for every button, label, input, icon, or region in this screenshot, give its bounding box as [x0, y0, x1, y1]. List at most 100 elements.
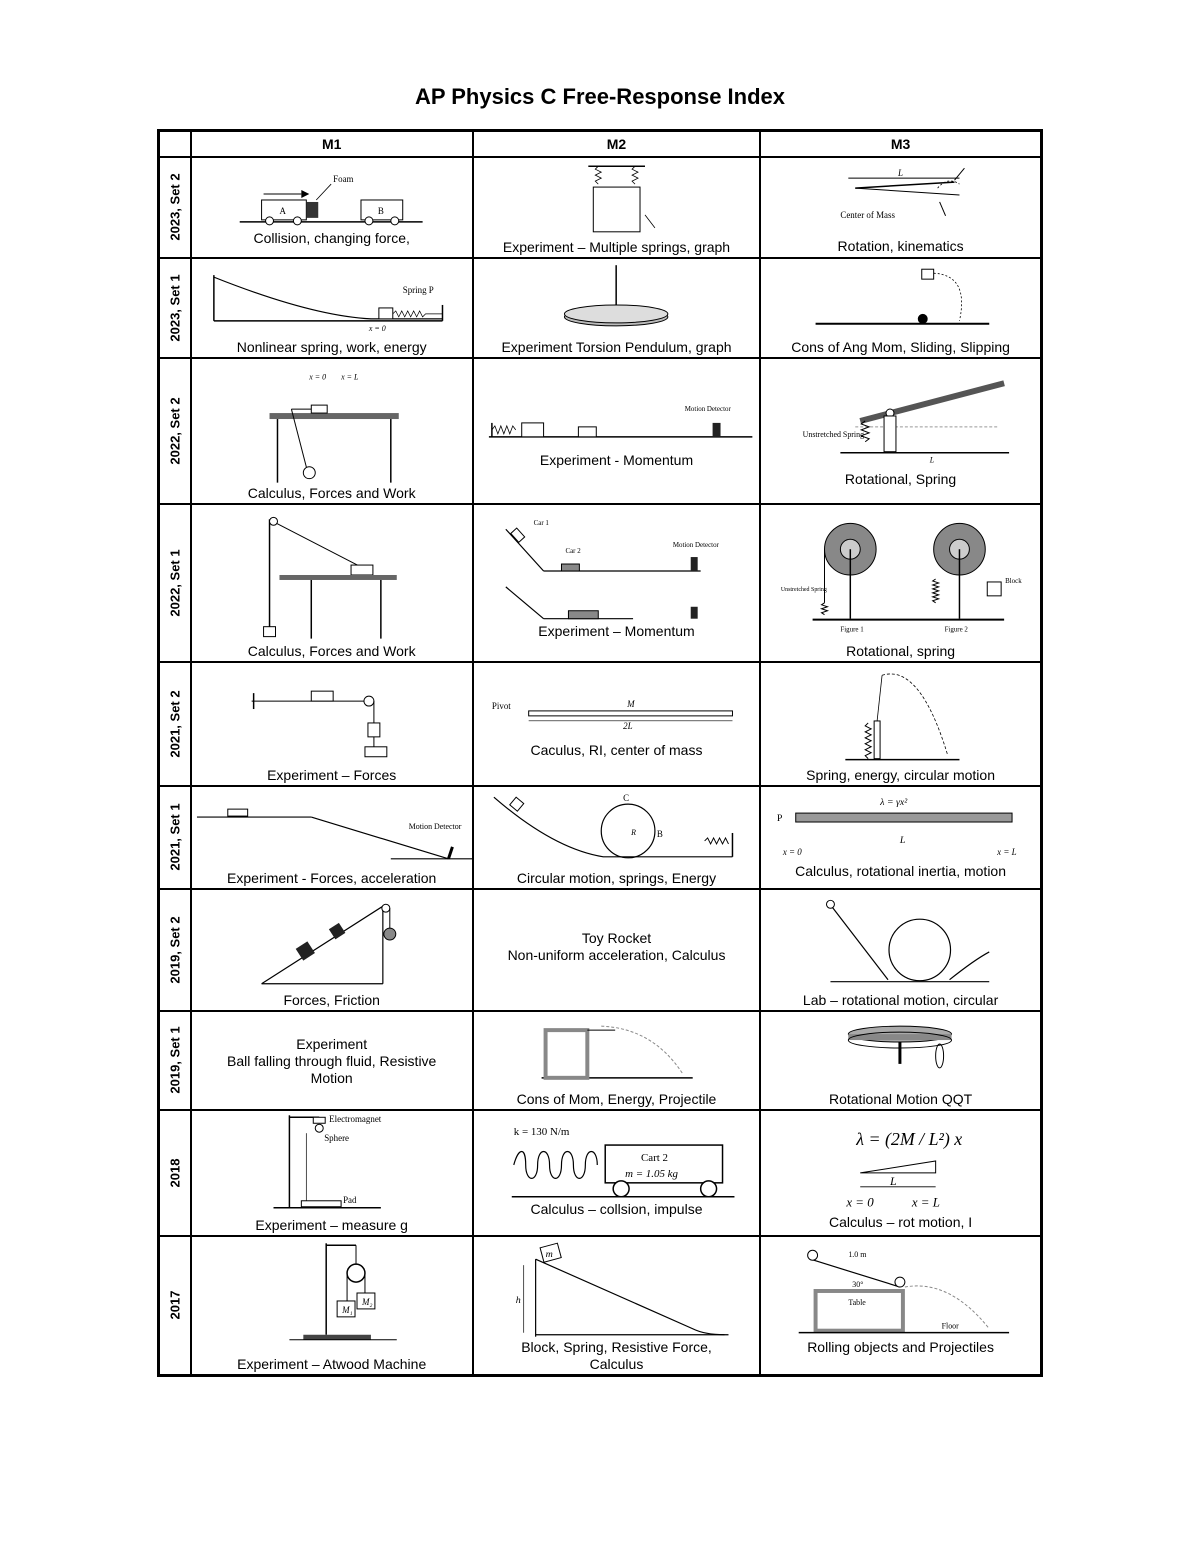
cell-m1: Foam A B Collision, changing force,: [189, 155, 474, 259]
cell-m3: λ = (2M / L²) x L x = 0 x = L Calculus –…: [759, 1108, 1043, 1237]
table-row: 2019, Set 2 Forces, Friction Toy Rocket: [157, 887, 1043, 1012]
cell-m3: λ = γx² P L x = 0 x = L Calculus, rotati…: [759, 784, 1043, 890]
cell-m2: Experiment Torsion Pendulum, graph: [471, 256, 762, 359]
cell-caption: Cons of Mom, Energy, Projectile: [516, 1090, 717, 1107]
mass-m-label: m: [545, 1249, 552, 1260]
car1-label: Car 1: [533, 519, 549, 527]
x-l-label: x = L: [911, 1195, 940, 1209]
x-zero-label: x = 0: [308, 372, 326, 381]
point-b-label: B: [657, 828, 663, 838]
spring-launch-figure: [761, 665, 1040, 765]
cell-m3: L Center of Mass Rotation, kinematics: [759, 155, 1043, 259]
column-header-m2: M2: [471, 129, 762, 158]
cell-caption: Spring, energy, circular motion: [806, 766, 995, 783]
year-cell: 2021, Set 2: [157, 660, 192, 787]
cell-caption: Experiment - Momentum: [539, 451, 694, 468]
cell-m2: Pivot M 2L Caculus, RI, center of mass: [471, 660, 762, 787]
cell-m2: k = 130 N/m Cart 2 m = 1.05 kg Calculus …: [471, 1108, 762, 1237]
ramp-carts-figure: Car 1 Car 2 Motion Detector: [474, 507, 759, 627]
track-loop-figure: [761, 892, 1040, 990]
rotating-rod-spring-figure: Unstretched Spring L: [761, 361, 1040, 466]
header-row: M1 M2 M3: [157, 129, 1043, 158]
point-p-label: P: [777, 813, 783, 824]
length-label: L: [897, 168, 903, 178]
sphere-label: Sphere: [324, 1133, 349, 1143]
momentum-carts-figure: Motion Detector: [474, 361, 759, 451]
projectile-table-figure: [474, 1014, 759, 1086]
electromagnet-label: Electromagnet: [329, 1114, 382, 1124]
free-response-index-table: M1 M2 M3 2023, Set 2 Foam A B: [157, 129, 1043, 1377]
car2-label: Car 2: [565, 547, 581, 555]
cell-m1: Experiment – Forces: [189, 660, 474, 787]
motion-detector-label: Motion Detector: [685, 404, 732, 412]
cell-m1: Motion Detector Experiment - Forces, acc…: [189, 784, 474, 890]
pivot-label: Pivot: [492, 700, 511, 710]
corner-cell: [157, 129, 192, 158]
cart-mass-label: m = 1.05 kg: [625, 1167, 678, 1179]
cell-caption: Lab – rotational motion, circular: [802, 991, 999, 1008]
hanging-blocks-figure: [192, 665, 472, 765]
table-row: 2021, Set 1 Motion Detector Experiment -…: [157, 784, 1043, 890]
cell-m3: Lab – rotational motion, circular: [759, 887, 1043, 1012]
cell-m3: Spring, energy, circular motion: [759, 660, 1043, 787]
pulley-disk-spring-figure: Block Unstretched Spring Figure 1 Figure…: [761, 507, 1040, 647]
m2-label: M₂: [361, 1296, 373, 1306]
cell-caption: Collision, changing force,: [253, 229, 410, 246]
year-cell: 2023, Set 2: [157, 155, 192, 259]
atwood-machine-figure: M₁ M₂: [192, 1239, 472, 1349]
cell-caption: Calculus – rot motion, I: [828, 1213, 973, 1230]
cell-caption: Calculus – collsion, impulse: [530, 1200, 703, 1217]
cell-m2: Experiment – Multiple springs, graph: [471, 155, 762, 259]
motion-detector-label: Motion Detector: [673, 541, 720, 549]
lambda-formula-label: λ = (2M / L²) x: [855, 1129, 962, 1150]
cell-caption: Caculus, RI, center of mass: [530, 741, 703, 758]
foam-label: Foam: [333, 174, 353, 184]
rotation-rod-figure: L Center of Mass: [761, 160, 1040, 235]
year-cell: 2019, Set 1: [157, 1009, 192, 1111]
cell-m1: Calculus, Forces and Work: [189, 502, 474, 663]
cell-caption: Circular motion, springs, Energy: [516, 869, 717, 886]
loop-track-figure: C R B: [474, 789, 759, 869]
year-cell: 2019, Set 2: [157, 887, 192, 1012]
cell-m2: C R B Circular motion, springs, Energy: [471, 784, 762, 890]
year-cell: 2022, Set 2: [157, 356, 192, 505]
cell-m1: Electromagnet Sphere Pad Experiment – me…: [189, 1108, 474, 1237]
spring-cart-figure: k = 130 N/m Cart 2 m = 1.05 kg: [474, 1113, 759, 1198]
column-header-m3: M3: [759, 129, 1043, 158]
x-l-label: x = L: [996, 846, 1016, 856]
cell-m3: Cons of Ang Mom, Sliding, Slipping: [759, 256, 1043, 359]
spring-constant-label: k = 130 N/m: [514, 1126, 570, 1138]
cell-m3: Rotational Motion QQT: [759, 1009, 1043, 1111]
table-pulley-figure: x = 0 x = L: [192, 361, 472, 486]
cell-m3: Block Unstretched Spring Figure 1 Figure…: [759, 502, 1043, 663]
spring-p-label: Spring P: [402, 285, 433, 295]
multiple-springs-figure: [474, 160, 759, 240]
torsion-pendulum-figure: [474, 261, 759, 333]
cell-m2: Cons of Mom, Energy, Projectile: [471, 1009, 762, 1111]
pad-label: Pad: [343, 1194, 357, 1204]
pivot-rod-figure: Pivot M 2L: [474, 665, 759, 730]
free-fall-figure: Electromagnet Sphere Pad: [192, 1113, 472, 1217]
figure2-label: Figure 2: [945, 625, 969, 633]
cell-m2: Car 1 Car 2 Motion Detector Experiment –…: [471, 502, 762, 663]
cell-m1: Spring P x = 0 Nonlinear spring, work, e…: [189, 256, 474, 359]
year-cell: 2023, Set 1: [157, 256, 192, 359]
block-a-label: A: [279, 205, 286, 215]
cell-m2: m h Block, Spring, Resistive Force, Calc…: [471, 1234, 762, 1377]
cell-caption: Rotation, kinematics: [837, 237, 964, 254]
incline-block-figure: m h: [474, 1239, 759, 1339]
table-row: 2019, Set 1 Experiment Ball falling thro…: [157, 1009, 1043, 1111]
cell-caption: Rolling objects and Projectiles: [807, 1338, 994, 1355]
cell-caption: Calculus, rotational inertia, motion: [795, 862, 1007, 879]
cell-caption: Cons of Ang Mom, Sliding, Slipping: [791, 338, 1010, 355]
cell-caption: Calculus, Forces and Work: [247, 484, 416, 501]
x-zero-label: x = 0: [367, 323, 385, 332]
cell-m2: Motion Detector Experiment - Momentum: [471, 356, 762, 505]
year-cell: 2021, Set 1: [157, 784, 192, 890]
unstretched-spring-label: Unstretched Spring: [803, 429, 864, 438]
mass-m-label: M: [626, 698, 635, 708]
table-row: 2022, Set 2 x = 0 x = L Calculus, Forces…: [157, 356, 1043, 505]
table-row: 2023, Set 2 Foam A B Collision, changin: [157, 155, 1043, 259]
year-cell: 2018: [157, 1108, 192, 1237]
cell-caption: Rotational, spring: [846, 642, 956, 659]
